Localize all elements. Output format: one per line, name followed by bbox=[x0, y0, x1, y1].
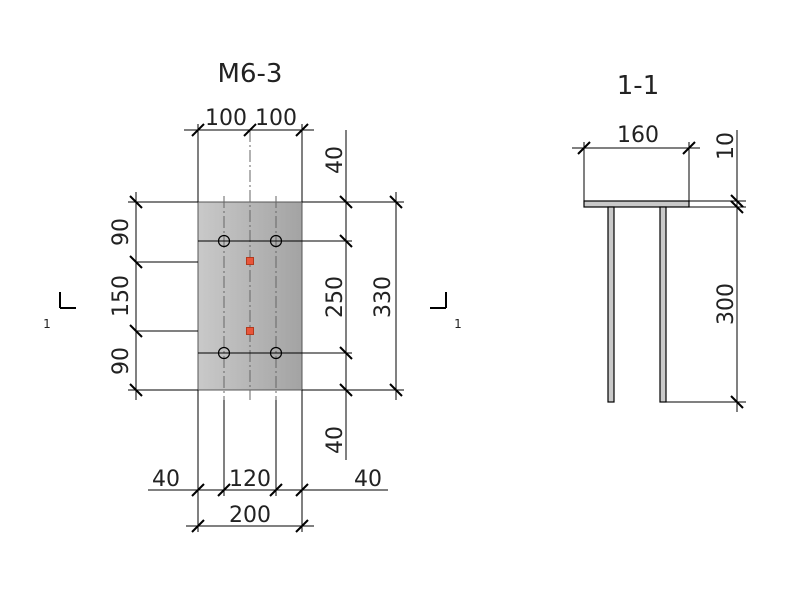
anchor-hole-bottom-right bbox=[269, 346, 283, 360]
dim-left: 90 150 90 bbox=[109, 192, 198, 400]
section-marker-right: 1 bbox=[430, 292, 462, 331]
dim-plate-width-label: 160 bbox=[617, 123, 659, 148]
stud-marker-lower bbox=[246, 327, 254, 335]
section-title: 1-1 bbox=[617, 71, 659, 101]
section-view: 1-1 160 10 300 bbox=[572, 71, 746, 412]
dim-bottom-mid-label: 120 bbox=[229, 467, 271, 492]
anchor-hole-top-left bbox=[217, 234, 231, 248]
dim-plate-thickness-label: 10 bbox=[714, 132, 739, 160]
anchor-hole-bottom-left bbox=[217, 346, 231, 360]
anchor-hole-top-right bbox=[269, 234, 283, 248]
dim-bottom-left-label: 40 bbox=[152, 467, 180, 492]
dim-top-left-label: 100 bbox=[205, 106, 247, 131]
dim-overall-label: 330 bbox=[371, 276, 396, 318]
dim-bottom: 40 120 40 bbox=[148, 390, 388, 532]
dim-left-bot-label: 90 bbox=[109, 347, 134, 375]
dim-bottom-right-label: 40 bbox=[354, 467, 382, 492]
dim-top-right-label: 100 bbox=[255, 106, 297, 131]
dim-section-vertical: 10 300 bbox=[666, 130, 746, 412]
dim-right-overall: 330 bbox=[352, 192, 404, 400]
dim-plate-width: 160 bbox=[572, 123, 700, 201]
dim-right-inner: 40 250 40 bbox=[302, 130, 356, 460]
plan-title: M6-3 bbox=[218, 59, 283, 89]
dim-left-top-label: 90 bbox=[109, 218, 134, 246]
anchor-bar-left bbox=[607, 206, 615, 403]
section-marker-left: 1 bbox=[43, 292, 76, 331]
anchor-bar-right bbox=[659, 206, 667, 403]
dim-top: 100 100 bbox=[184, 106, 314, 202]
stud-marker-upper bbox=[246, 257, 254, 265]
dim-left-mid-label: 150 bbox=[109, 275, 134, 317]
dim-width: 200 bbox=[186, 503, 314, 533]
dim-stud-length-label: 300 bbox=[714, 283, 739, 325]
section-marker-right-label: 1 bbox=[454, 317, 462, 331]
dim-bottom-edge-label: 40 bbox=[323, 426, 348, 454]
dim-width-label: 200 bbox=[229, 503, 271, 528]
plan-view: M6-3 100 100 bbox=[43, 59, 462, 533]
dim-top-edge-label: 40 bbox=[323, 146, 348, 174]
dim-inner-label: 250 bbox=[323, 276, 348, 318]
section-plate bbox=[583, 200, 690, 208]
section-marker-left-label: 1 bbox=[43, 317, 51, 331]
